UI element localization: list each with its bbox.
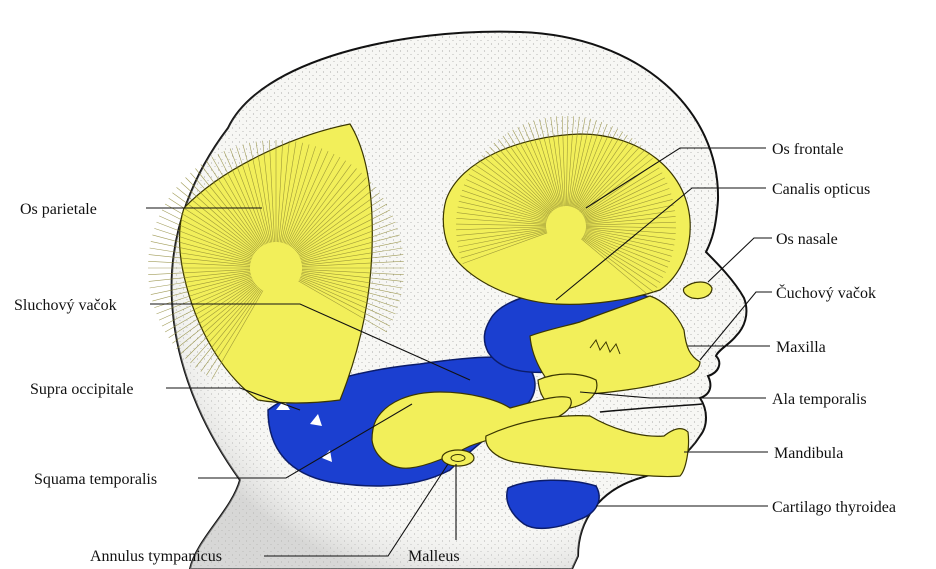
label-malleus: Malleus [408, 548, 460, 565]
label-mandibula: Mandibula [774, 445, 843, 462]
label-os-frontale: Os frontale [772, 141, 844, 158]
malleus-bone [442, 450, 474, 466]
label-squama-temporalis: Squama temporalis [34, 471, 157, 488]
label-maxilla: Maxilla [776, 339, 826, 356]
label-os-parietale: Os parietale [20, 201, 97, 218]
label-annulus-tympanicus: Annulus tympanicus [90, 548, 222, 565]
label-os-nasale: Os nasale [776, 231, 838, 248]
label-ala-temporalis: Ala temporalis [772, 391, 867, 408]
label-cartilago-thyroidea: Cartilago thyroidea [772, 499, 896, 516]
label-cuchovy-vacok: Čuchový vačok [776, 283, 876, 302]
label-supra-occipitale: Supra occipitale [30, 381, 134, 398]
label-sluchovy-vacok: Sluchový vačok [14, 297, 117, 314]
label-canalis-opticus: Canalis opticus [772, 181, 870, 198]
